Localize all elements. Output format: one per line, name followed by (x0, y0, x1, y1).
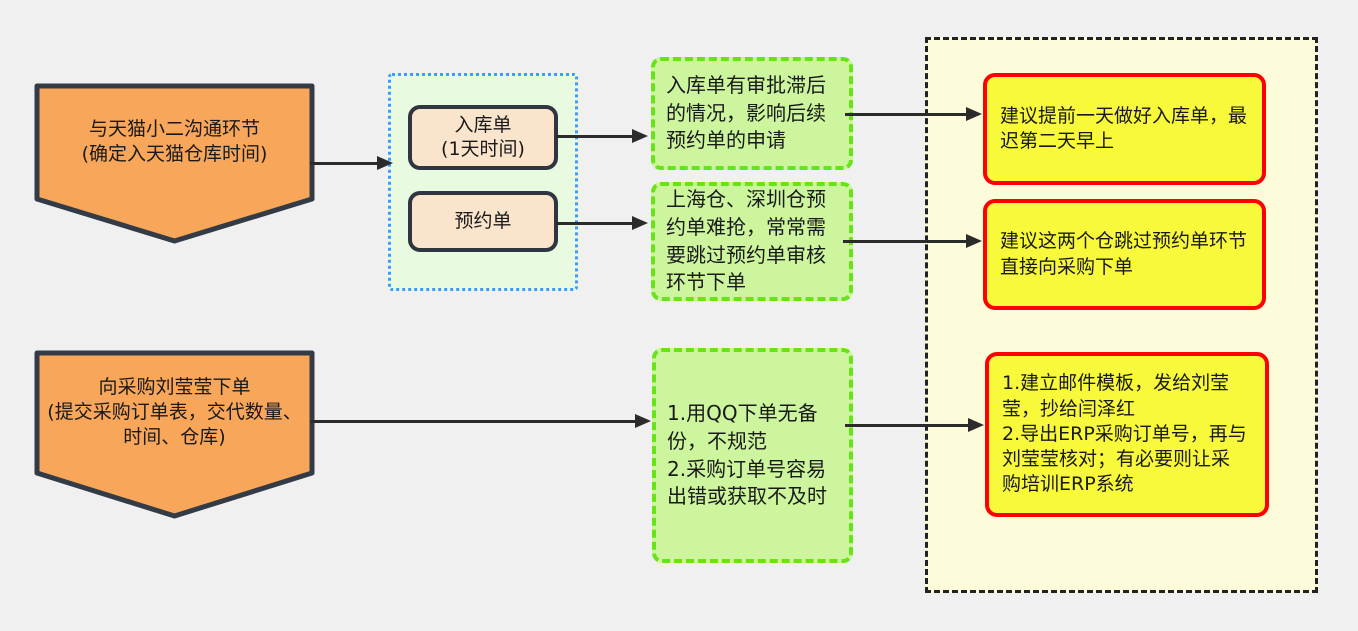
arrow-problem3-to-solution3 (845, 418, 984, 432)
stage-node-purchase: 向采购刘莹莹下单 (提交采购订单表，交代数量、 时间、仓库) (34, 350, 315, 520)
doc-node-reservation: 预约单 (408, 191, 558, 252)
pentagon-shape (34, 83, 315, 244)
stage-label: 与天猫小二沟通环节 (确定入天猫仓库时间) (81, 117, 268, 165)
doc-node-inbound: 入库单 (1天时间) (408, 105, 558, 170)
arrow-shaft (845, 423, 968, 427)
problem-node-reservation: 上海仓、深圳仓预 约单难抢，常常需 要跳过预约单审核 环节下单 (651, 182, 853, 301)
arrowhead-icon (966, 234, 982, 248)
arrow-reservation-to-problem (556, 216, 648, 230)
arrowhead-icon (377, 156, 393, 170)
arrow-shaft (845, 112, 966, 116)
stage-node-tmall: 与天猫小二沟通环节 (确定入天猫仓库时间) (34, 83, 315, 245)
arrow-problem2-to-solution2 (843, 234, 982, 248)
arrow-problem1-to-solution1 (845, 107, 982, 121)
arrow-stage2-to-problem3 (311, 414, 651, 428)
arrow-shaft (310, 161, 377, 165)
arrowhead-icon (968, 418, 984, 432)
arrow-shaft (843, 239, 966, 243)
problem-node-order: 1.用QQ下单无备 份，不规范 2.采购订单号容易 出错或获取不及时 (652, 348, 853, 563)
arrowhead-icon (635, 414, 651, 428)
arrow-shaft (556, 221, 632, 225)
arrowhead-icon (632, 129, 648, 143)
arrow-shaft (556, 134, 632, 138)
arrowhead-icon (632, 216, 648, 230)
solution-node-inbound: 建议提前一天做好入库单，最 迟第二天早上 (983, 73, 1266, 185)
solution-node-reservation: 建议这两个仓跳过预约单环节 直接向采购下单 (983, 199, 1266, 310)
solution-node-order: 1.建立邮件模板，发给刘莹 莹，抄给闫泽红 2.导出ERP采购订单号，再与 刘莹… (985, 352, 1269, 517)
arrowhead-icon (966, 107, 982, 121)
arrow-stage1-to-group (310, 156, 393, 170)
arrow-shaft (311, 419, 635, 423)
pentagon-shape (34, 350, 315, 519)
problem-node-inbound: 入库单有审批滞后 的情况，影响后续 预约单的申请 (651, 57, 853, 170)
arrow-inbound-to-problem (556, 129, 648, 143)
stage-label: 向采购刘莹莹下单 (提交采购订单表，交代数量、 时间、仓库) (47, 375, 302, 449)
